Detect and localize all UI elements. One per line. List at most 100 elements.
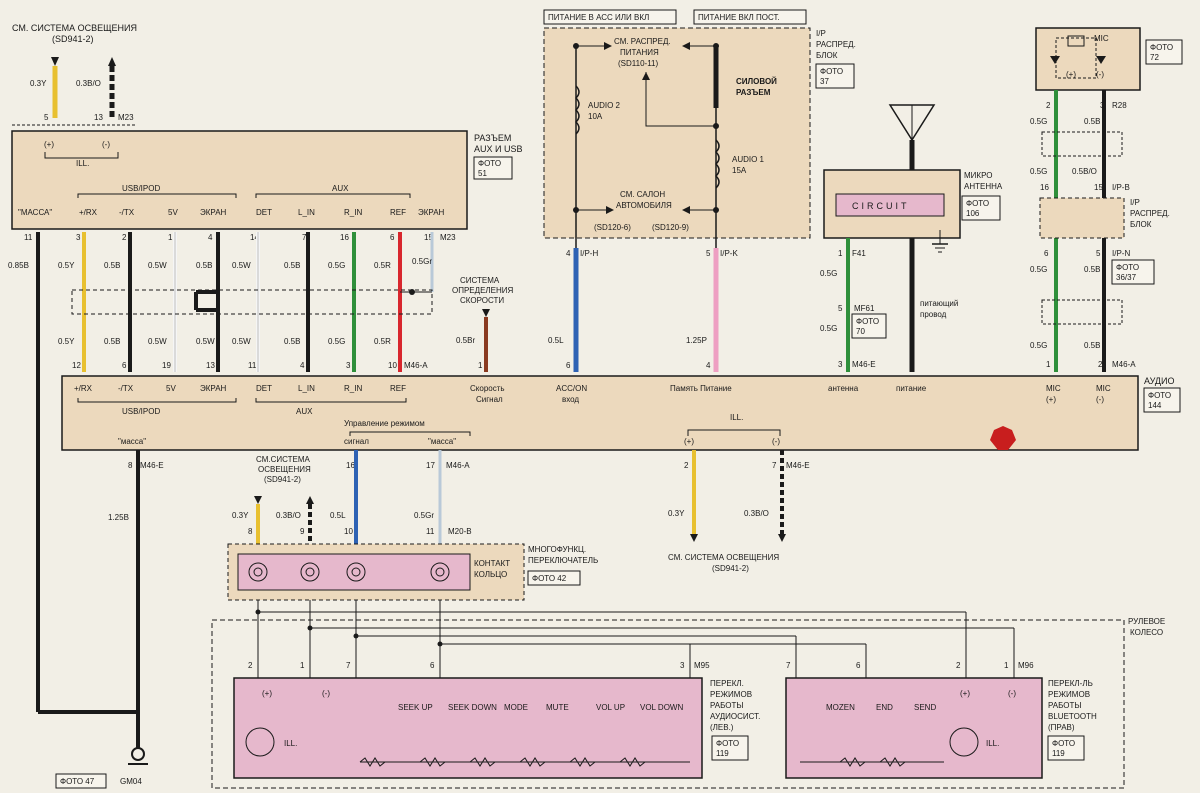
- wire-label-085b: 0.85B: [8, 261, 29, 270]
- pin-num-15: 15: [424, 233, 433, 242]
- bracket: [255, 398, 407, 403]
- mass-label-left: "масса": [118, 437, 146, 446]
- wire-label-05g: 0.5G: [328, 337, 345, 346]
- wire-label-05y: 0.5Y: [58, 261, 75, 270]
- feed-label-1: питающий: [920, 299, 958, 308]
- photo-number: 119: [716, 749, 729, 758]
- btn-send: SEND: [914, 703, 936, 712]
- contact-ring-box: [237, 553, 471, 591]
- audio-pin-12: 12: [72, 361, 81, 370]
- photo-badge: [711, 735, 749, 761]
- mic-box: [1035, 27, 1141, 91]
- conn-m20b: M20-B: [448, 527, 472, 536]
- wire-label-03y: 0.3Y: [232, 511, 249, 520]
- circuit-label: CIRCUIT: [852, 201, 910, 211]
- shield-box: [1041, 299, 1123, 325]
- arrow-up-icon: [108, 57, 116, 66]
- ill-center-2: ОСВЕЩЕНИЯ: [258, 465, 311, 474]
- arrow-down-icon: [51, 57, 59, 66]
- audio-unit-box: [61, 375, 1139, 451]
- bracket: [77, 193, 237, 198]
- sw-pin-7: 7: [346, 661, 351, 670]
- pin-4: 4: [566, 249, 571, 258]
- wire-label-05g: 0.5G: [1030, 265, 1047, 274]
- photo-number: 37: [820, 77, 829, 86]
- ill-label: ILL.: [76, 159, 89, 168]
- wire-label-05l: 0.5L: [330, 511, 346, 520]
- sw-pin-6b: 6: [856, 661, 861, 670]
- photo-number: 70: [856, 327, 865, 336]
- photo-badge: [1143, 387, 1181, 413]
- diode-icon: [1050, 56, 1060, 64]
- btn-seek-up: SEEK UP: [398, 703, 433, 712]
- shield-box: [1041, 131, 1123, 157]
- photo-badge: [1145, 39, 1183, 65]
- audio-sw-2: РЕЖИМОВ: [710, 690, 752, 699]
- minus-label: (-): [1096, 70, 1104, 79]
- conn-ipb: I/P-B: [1112, 183, 1130, 192]
- antenna-pin: антенна: [828, 384, 859, 393]
- m20-pin-10: 10: [344, 527, 353, 536]
- arrow-right-icon: [604, 42, 612, 50]
- ill-label: ILL.: [730, 413, 743, 422]
- audio-sw-1: ПЕРЕКЛ.: [710, 679, 744, 688]
- splice-dot: [353, 633, 359, 639]
- photo-badge: [815, 63, 855, 89]
- pin-5: 5: [44, 113, 49, 122]
- pin-tx: -/TX: [119, 208, 135, 217]
- ref-sd120-9: (SD120-9): [652, 223, 689, 232]
- conn-r28: R28: [1112, 101, 1127, 110]
- wire-label-05gr: 0.5Gr: [414, 511, 434, 520]
- diode-icon: [1096, 56, 1106, 64]
- ground-icon: [131, 747, 145, 761]
- pin-mass: "МАССА": [18, 208, 52, 217]
- plus-label: (+): [44, 140, 54, 149]
- audio-pin-13: 13: [206, 361, 215, 370]
- steering-title-2: КОЛЕСО: [1130, 628, 1163, 637]
- wire-label-125b: 1.25B: [108, 513, 129, 522]
- pin-ref: REF: [390, 208, 406, 217]
- circuit-block: [835, 193, 945, 217]
- resistor-icon: [469, 757, 496, 767]
- conn-ipk: I/P-K: [720, 249, 738, 258]
- wire-label-05b: 0.5B: [1084, 265, 1100, 274]
- power-acc-label: ПИТАНИЕ В АСС ИЛИ ВКЛ: [548, 13, 649, 22]
- audio-pin-det: DET: [256, 384, 272, 393]
- conn-m46a: M46-A: [404, 361, 428, 370]
- ip-box-2: РАСПРЕД.: [1130, 209, 1170, 218]
- btn-vol-up: VOL UP: [596, 703, 625, 712]
- wire-label-05g: 0.5G: [820, 269, 837, 278]
- dist-label-3: (SD110-11): [618, 59, 659, 68]
- pin-num-3: 3: [76, 233, 81, 242]
- arrow-right-icon: [606, 206, 614, 214]
- btn-vol-down: VOL DOWN: [640, 703, 683, 712]
- pin-screen: ЭКРАН: [200, 208, 227, 217]
- conn-iph: I/P-H: [580, 249, 598, 258]
- arrow-up-icon: [306, 496, 314, 504]
- feed-label-2: провод: [920, 310, 947, 319]
- audio-pin-5v: 5V: [166, 384, 176, 393]
- wire-label-03y: 0.3Y: [668, 509, 685, 518]
- mass-label: "масса": [428, 437, 456, 446]
- wire-label-05b: 0.5B: [284, 261, 300, 270]
- audio-pin-lin: L_IN: [298, 384, 315, 393]
- arrow-left-icon: [682, 206, 690, 214]
- splice-dot: [713, 123, 719, 129]
- conn-m46e: M46-E: [852, 360, 876, 369]
- photo-label: ФОТО: [1148, 391, 1171, 400]
- speed-sig-2: Сигнал: [476, 395, 503, 404]
- audio-group-aux: AUX: [296, 407, 313, 416]
- conn-m46e: M46-E: [786, 461, 810, 470]
- ill-center-ref: (SD941-2): [264, 475, 301, 484]
- minus-label: (-): [1008, 689, 1016, 698]
- audio-pin-tx: -/TX: [118, 384, 134, 393]
- photo-number: 51: [478, 169, 487, 178]
- m20-pin-9: 9: [300, 527, 305, 536]
- multi-label-1: МНОГОФУНКЦ.: [528, 545, 586, 554]
- conn-mf61: MF61: [854, 304, 875, 313]
- ip-box-1: I/P: [816, 29, 826, 38]
- pin-17: 17: [426, 461, 435, 470]
- arrow-left-icon: [682, 42, 690, 50]
- photo-label: ФОТО: [478, 159, 501, 168]
- audio-pin-screen: ЭКРАН: [200, 384, 227, 393]
